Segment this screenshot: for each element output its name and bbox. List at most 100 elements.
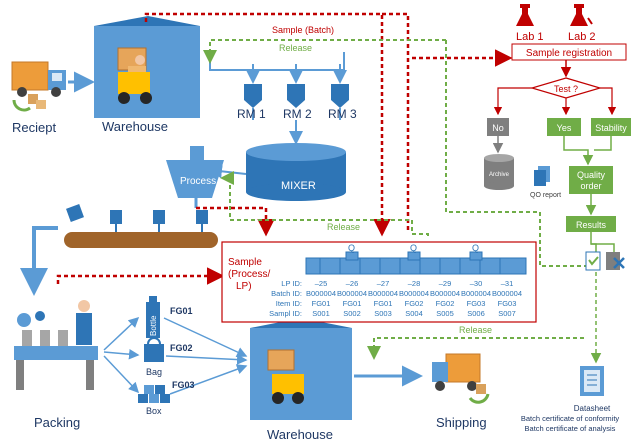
receipt-icon [11, 61, 66, 112]
release-top-label: Release [279, 43, 312, 53]
qo-report-icon [534, 166, 550, 186]
sample-cell-lp: –27 [377, 279, 390, 288]
sample-cell-sample: S006 [467, 309, 485, 318]
bottle-icon [146, 296, 160, 338]
row-label: Item ID: [276, 299, 302, 308]
quality-order-label-2: order [580, 181, 601, 191]
certificate-conformity-label: Batch certificate of conformity [521, 414, 620, 423]
results-label: Results [576, 220, 607, 230]
sample-registration-box [511, 43, 627, 61]
sample-cell-lp: –28 [408, 279, 421, 288]
stability-label: Stability [595, 123, 627, 133]
sample-process-title-1: Sample [228, 257, 262, 268]
sample-process-box [221, 241, 537, 323]
warehouse-bottom-label: Warehouse [267, 427, 333, 441]
process-label: Process [180, 176, 216, 187]
sample-cell-sample: S005 [436, 309, 454, 318]
row-label: Batch ID: [271, 289, 302, 298]
fg01-label: FG01 [170, 306, 193, 316]
packing-label: Packing [34, 415, 80, 430]
sample-cell-sample: S004 [405, 309, 423, 318]
warehouse-top-label: Warehouse [102, 119, 168, 134]
release-flows-green [203, 39, 596, 360]
box-icon [138, 385, 170, 403]
rm3-label: RM 3 [328, 107, 357, 121]
shipping-icon [432, 353, 490, 404]
sample-cell-lp: –30 [470, 279, 483, 288]
q-mark-1: Q [348, 243, 355, 253]
results-branches [590, 232, 615, 252]
sample-registration-label: Sample registration [526, 48, 612, 59]
certificate-analysis-label: Batch certificate of analysis [525, 424, 616, 433]
sample-process-grid: LP ID:Batch ID:Item ID:Sampl ID:–25B0000… [269, 279, 522, 318]
yes-label: Yes [557, 123, 572, 133]
qo-report-label: QO report [530, 192, 561, 199]
q-mark-3: Q [472, 243, 479, 253]
rm2-label: RM 2 [283, 107, 312, 121]
row-label: Sampl ID: [269, 309, 302, 318]
results-box [566, 216, 616, 232]
sample-cell-batch: B000004 [337, 289, 367, 298]
receipt-label: Reciept [12, 120, 56, 135]
decision-branches [493, 87, 617, 116]
sample-cell-sample: S003 [374, 309, 392, 318]
sample-cell-item: FG01 [343, 299, 362, 308]
mixer-label: MIXER [281, 180, 316, 192]
lab-flask-2-icon [570, 4, 593, 26]
quality-order-box [569, 166, 613, 194]
sample-cell-batch: B000004 [306, 289, 336, 298]
stability-box [591, 118, 631, 136]
raw-material-bins [209, 52, 349, 145]
sample-batch-label: Sample (Batch) [272, 25, 334, 35]
mixer-tank [246, 143, 346, 201]
sample-cell-item: FG02 [405, 299, 424, 308]
test-label: Test ? [554, 84, 578, 94]
sample-cell-item: FG01 [374, 299, 393, 308]
sample-cell-item: FG03 [467, 299, 486, 308]
sample-cell-item: FG02 [436, 299, 455, 308]
rejected-document-icon [606, 252, 625, 270]
sample-flows-red [56, 12, 513, 285]
sample-cell-lp: –31 [501, 279, 514, 288]
sample-cell-batch: B000004 [430, 289, 460, 298]
sample-cell-batch: B000004 [368, 289, 398, 298]
conveyor-belt [20, 204, 218, 296]
no-label: No [492, 123, 504, 133]
warehouse-bottom-icon [250, 318, 352, 420]
archive-icon [484, 154, 514, 190]
sample-process-title-2: (Process/ [228, 269, 270, 280]
sample-cell-batch: B000004 [492, 289, 522, 298]
pallet-row [305, 251, 527, 275]
release-bottom-label: Release [459, 325, 492, 335]
lab2-label: Lab 2 [568, 31, 596, 43]
row-label: LP ID: [281, 279, 302, 288]
sample-cell-lp: –29 [439, 279, 452, 288]
process-funnel [166, 146, 224, 208]
packing-icon [14, 300, 98, 390]
sample-cell-sample: S002 [343, 309, 361, 318]
bag-label: Bag [146, 367, 162, 377]
sample-cell-item: FG01 [312, 299, 331, 308]
warehouse-top-icon [94, 16, 200, 118]
sample-process-title-3: LP) [236, 281, 252, 292]
sample-cell-item: FG03 [498, 299, 517, 308]
approved-document-icon [585, 251, 601, 271]
product-branches [103, 316, 248, 395]
sample-cell-lp: –25 [315, 279, 328, 288]
datasheet-icon [580, 366, 604, 396]
box-label: Box [146, 406, 162, 416]
sample-cell-sample: S001 [312, 309, 330, 318]
quality-order-label-1: Quality [577, 170, 606, 180]
datasheet-label: Datasheet [574, 404, 611, 413]
sample-cell-sample: S007 [498, 309, 516, 318]
shipping-label: Shipping [436, 415, 487, 430]
sample-cell-lp: –26 [346, 279, 359, 288]
bottle-label: Bottle [149, 315, 158, 336]
release-mid-label: Release [327, 222, 360, 232]
archive-label: Archive [489, 172, 510, 178]
q-mark-2: Q [410, 243, 417, 253]
fg02-label: FG02 [170, 343, 193, 353]
lab1-label: Lab 1 [516, 31, 544, 43]
